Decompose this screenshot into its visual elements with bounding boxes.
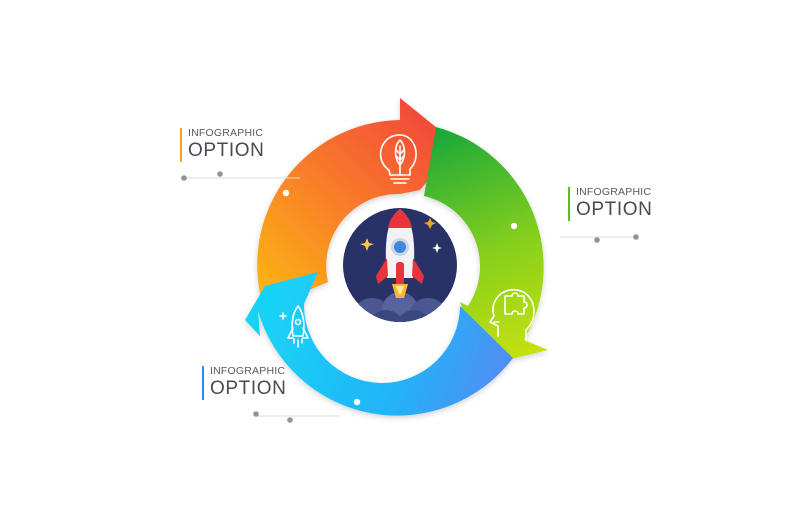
ring-dot: [510, 222, 518, 230]
option-label-orange: INFOGRAPHIC OPTION: [180, 126, 264, 162]
label-small-text: INFOGRAPHIC: [576, 186, 652, 198]
arrow-segment-green: [424, 127, 548, 366]
rocket-icon: [376, 209, 424, 298]
leader-line-left: [181, 171, 300, 181]
label-big-text: OPTION: [188, 140, 265, 161]
accent-bar: [202, 366, 204, 400]
star-icon: [360, 238, 374, 251]
star-icon: [424, 218, 436, 229]
arrow-segment-blue: [245, 272, 513, 416]
center-rocket-badge: [343, 208, 457, 322]
option-label-blue: INFOGRAPHIC OPTION: [202, 364, 286, 400]
accent-bar: [568, 187, 570, 221]
arrow-segment-orange: [257, 98, 458, 309]
rocket-launch-icon: [279, 305, 315, 348]
label-small-text: INFOGRAPHIC: [210, 365, 286, 377]
ring-dot: [282, 189, 290, 197]
leader-line-bottom: [253, 411, 340, 423]
label-big-text: OPTION: [576, 199, 653, 220]
accent-bar: [180, 128, 182, 162]
star-icon: [432, 243, 442, 253]
leader-line-right: [560, 234, 639, 243]
lightbulb-leaf-icon: [379, 134, 417, 184]
option-label-green: INFOGRAPHIC OPTION: [568, 185, 652, 221]
head-puzzle-icon: [489, 288, 535, 341]
label-big-text: OPTION: [210, 378, 287, 399]
label-small-text: INFOGRAPHIC: [188, 127, 264, 139]
ring-dot: [353, 398, 361, 406]
